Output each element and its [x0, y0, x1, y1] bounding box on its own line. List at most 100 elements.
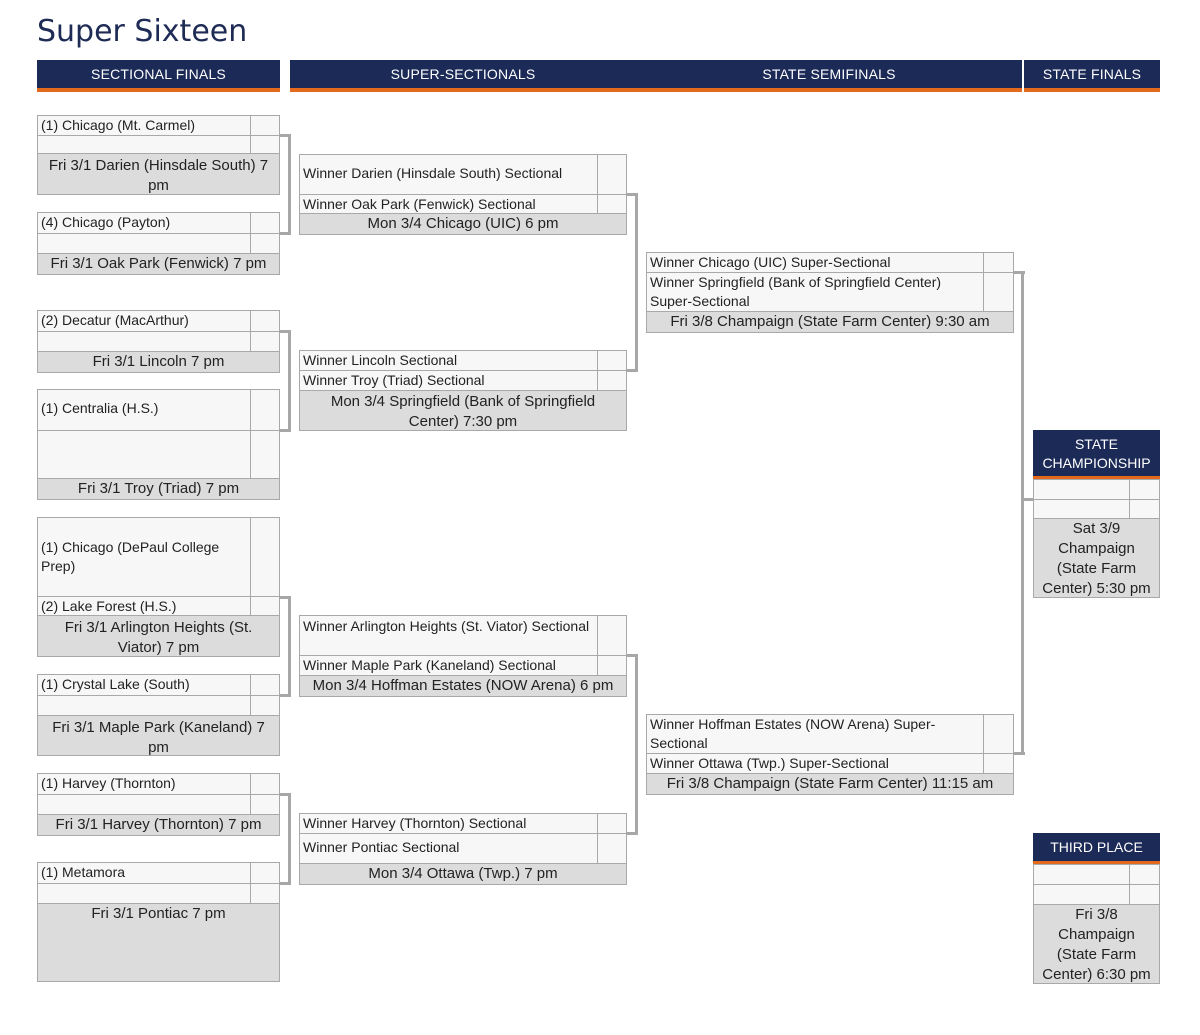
score-slot — [597, 350, 627, 371]
game-info: Fri 3/1 Darien (Hinsdale South) 7 pm — [37, 153, 280, 195]
bracket-line — [626, 369, 638, 372]
bracket-line — [279, 596, 291, 599]
game-info: Fri 3/1 Troy (Triad) 7 pm — [37, 478, 280, 500]
bracket-line — [626, 193, 638, 196]
score-slot — [597, 154, 627, 195]
championship-label: STATE CHAMPIONSHIP — [1033, 430, 1160, 480]
score-slot — [250, 773, 280, 795]
score-slot — [250, 794, 280, 815]
bracket-line — [1021, 271, 1024, 755]
score-slot — [250, 233, 280, 254]
team-slot: Winner Oak Park (Fenwick) Sectional — [299, 194, 598, 214]
team-slot: Winner Springfield (Bank of Springfield … — [646, 272, 984, 312]
score-slot — [250, 596, 280, 616]
score-slot — [1129, 479, 1160, 500]
team-slot — [37, 331, 251, 352]
score-slot — [250, 883, 280, 904]
team-slot: Winner Troy (Triad) Sectional — [299, 370, 598, 391]
game-info: Mon 3/4 Chicago (UIC) 6 pm — [299, 213, 627, 235]
bracket-line — [279, 330, 291, 333]
game-info: Fri 3/1 Pontiac 7 pm — [37, 903, 280, 982]
score-slot — [983, 753, 1014, 774]
game-info: Mon 3/4 Springfield (Bank of Springfield… — [299, 390, 627, 431]
score-slot — [597, 655, 627, 676]
game-info: Fri 3/1 Harvey (Thornton) 7 pm — [37, 814, 280, 836]
game-info: Fri 3/1 Oak Park (Fenwick) 7 pm — [37, 253, 280, 275]
bracket-line — [626, 832, 638, 835]
bracket-line — [279, 882, 291, 885]
game-info: Sat 3/9 Champaign (State Farm Center) 5:… — [1033, 518, 1160, 598]
score-slot — [250, 331, 280, 352]
team-slot — [37, 233, 251, 254]
score-slot — [597, 194, 627, 214]
score-slot — [250, 115, 280, 136]
bracket-line — [279, 232, 291, 235]
bracket-line — [288, 596, 291, 697]
team-slot — [1033, 479, 1130, 500]
team-slot: Winner Arlington Heights (St. Viator) Se… — [299, 615, 598, 656]
bracket-line — [279, 793, 291, 796]
score-slot — [250, 862, 280, 884]
score-slot — [597, 615, 627, 656]
team-slot — [37, 695, 251, 716]
game-info: Fri 3/8 Champaign (State Farm Center) 9:… — [646, 311, 1014, 333]
team-slot — [37, 794, 251, 815]
bracket-line — [635, 654, 638, 835]
bracket-line — [288, 330, 291, 432]
game-info: Fri 3/1 Lincoln 7 pm — [37, 351, 280, 373]
score-slot — [597, 370, 627, 391]
team-slot: Winner Harvey (Thornton) Sectional — [299, 813, 598, 834]
score-slot — [250, 310, 280, 332]
team-slot — [37, 135, 251, 154]
team-slot: (2) Decatur (MacArthur) — [37, 310, 251, 332]
team-slot: Winner Darien (Hinsdale South) Sectional — [299, 154, 598, 195]
game-info: Mon 3/4 Hoffman Estates (NOW Arena) 6 pm — [299, 675, 627, 697]
third-place-label: THIRD PLACE — [1033, 833, 1160, 865]
score-slot — [597, 833, 627, 864]
score-slot — [1129, 499, 1160, 519]
score-slot — [983, 252, 1014, 273]
score-slot — [250, 674, 280, 696]
team-slot: Winner Pontiac Sectional — [299, 833, 598, 864]
team-slot — [1033, 864, 1130, 885]
game-info: Fri 3/8 Champaign (State Farm Center) 11… — [646, 773, 1014, 795]
team-slot: Winner Lincoln Sectional — [299, 350, 598, 371]
team-slot: (1) Metamora — [37, 862, 251, 884]
team-slot — [37, 430, 251, 479]
bracket-line — [288, 134, 291, 235]
header-sectional-finals: SECTIONAL FINALS — [37, 60, 280, 92]
bracket-line — [635, 193, 638, 372]
bracket-line — [279, 429, 291, 432]
header-state-finals: STATE FINALS — [1024, 60, 1160, 92]
bracket-line — [279, 134, 291, 137]
bracket-line — [288, 793, 291, 885]
team-slot: Winner Hoffman Estates (NOW Arena) Super… — [646, 714, 984, 754]
team-slot: Winner Ottawa (Twp.) Super-Sectional — [646, 753, 984, 774]
score-slot — [1129, 884, 1160, 905]
score-slot — [250, 695, 280, 716]
team-slot: (1) Crystal Lake (South) — [37, 674, 251, 696]
team-slot: Winner Chicago (UIC) Super-Sectional — [646, 252, 984, 273]
team-slot: (4) Chicago (Payton) — [37, 212, 251, 234]
bracket-line — [626, 654, 638, 657]
game-info: Fri 3/8 Champaign (State Farm Center) 6:… — [1033, 904, 1160, 984]
header-super-sectionals: SUPER-SECTIONALS — [290, 60, 636, 92]
score-slot — [250, 135, 280, 154]
team-slot: (2) Lake Forest (H.S.) — [37, 596, 251, 616]
header-state-semifinals: STATE SEMIFINALS — [636, 60, 1022, 92]
score-slot — [1129, 864, 1160, 885]
score-slot — [597, 813, 627, 834]
team-slot: Winner Maple Park (Kaneland) Sectional — [299, 655, 598, 676]
game-info: Fri 3/1 Arlington Heights (St. Viator) 7… — [37, 615, 280, 657]
team-slot: (1) Chicago (DePaul College Prep) — [37, 517, 251, 597]
game-info: Fri 3/1 Maple Park (Kaneland) 7 pm — [37, 715, 280, 756]
bracket-line — [1013, 752, 1025, 755]
score-slot — [983, 272, 1014, 312]
team-slot — [1033, 884, 1130, 905]
score-slot — [250, 430, 280, 479]
team-slot: (1) Chicago (Mt. Carmel) — [37, 115, 251, 136]
team-slot — [37, 883, 251, 904]
score-slot — [250, 389, 280, 431]
score-slot — [250, 517, 280, 597]
bracket-line — [1013, 271, 1025, 274]
